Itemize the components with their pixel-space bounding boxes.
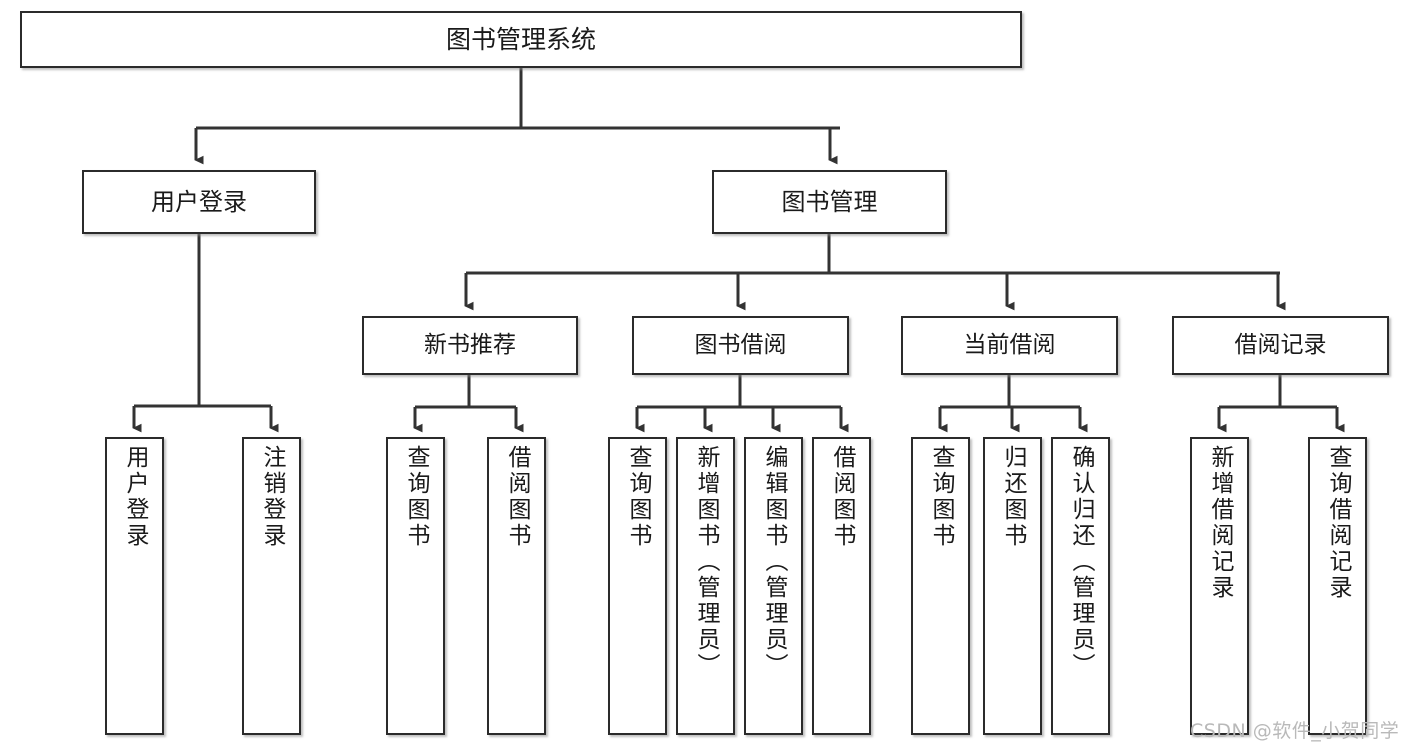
node-borrow-record-label: 借阅记录 bbox=[1234, 331, 1327, 358]
csdn-watermark: CSDN @软件_小贺同学 bbox=[1190, 720, 1400, 742]
node-leaf-add-book[interactable]: 新增图书（管理员） bbox=[676, 437, 735, 735]
node-leaf-query-book-2-label: 查询图书 bbox=[625, 445, 651, 549]
node-leaf-logout[interactable]: 注销登录 bbox=[242, 437, 301, 735]
node-leaf-borrow-book-1-label: 借阅图书 bbox=[504, 445, 530, 549]
node-root-label: 图书管理系统 bbox=[445, 24, 596, 54]
node-leaf-query-book-3-label: 查询图书 bbox=[928, 445, 954, 549]
node-leaf-query-book-1[interactable]: 查询图书 bbox=[386, 437, 445, 735]
node-leaf-borrow-book-1[interactable]: 借阅图书 bbox=[487, 437, 546, 735]
node-leaf-borrow-book-2-label: 借阅图书 bbox=[829, 445, 855, 549]
node-root[interactable]: 图书管理系统 bbox=[20, 11, 1022, 68]
node-book-borrow-label: 图书借阅 bbox=[694, 331, 787, 358]
node-leaf-query-book-1-label: 查询图书 bbox=[403, 445, 429, 549]
node-user-login-label: 用户登录 bbox=[151, 187, 247, 216]
node-borrow-record[interactable]: 借阅记录 bbox=[1172, 316, 1389, 375]
node-leaf-return-book[interactable]: 归还图书 bbox=[983, 437, 1042, 735]
node-current-borrow[interactable]: 当前借阅 bbox=[901, 316, 1118, 375]
node-leaf-query-record[interactable]: 查询借阅记录 bbox=[1308, 437, 1367, 735]
node-leaf-borrow-book-2[interactable]: 借阅图书 bbox=[812, 437, 871, 735]
node-leaf-confirm-return[interactable]: 确认归还（管理员） bbox=[1051, 437, 1110, 735]
node-leaf-add-book-label: 新增图书（管理员） bbox=[693, 445, 719, 679]
node-leaf-user-login-label: 用户登录 bbox=[122, 445, 148, 549]
node-leaf-query-book-2[interactable]: 查询图书 bbox=[608, 437, 667, 735]
node-new-book-recommend-label: 新书推荐 bbox=[424, 331, 516, 358]
node-leaf-return-book-label: 归还图书 bbox=[1000, 445, 1026, 549]
node-leaf-logout-label: 注销登录 bbox=[259, 445, 285, 549]
node-leaf-query-record-label: 查询借阅记录 bbox=[1325, 445, 1351, 601]
node-leaf-add-record[interactable]: 新增借阅记录 bbox=[1190, 437, 1249, 735]
node-leaf-edit-book-label: 编辑图书（管理员） bbox=[761, 445, 787, 679]
node-leaf-add-record-label: 新增借阅记录 bbox=[1207, 445, 1233, 601]
node-new-book-recommend[interactable]: 新书推荐 bbox=[362, 316, 578, 375]
node-leaf-edit-book[interactable]: 编辑图书（管理员） bbox=[744, 437, 803, 735]
node-book-manage-label: 图书管理 bbox=[781, 187, 878, 216]
node-current-borrow-label: 当前借阅 bbox=[963, 331, 1056, 358]
node-book-manage[interactable]: 图书管理 bbox=[712, 170, 947, 234]
node-leaf-confirm-return-label: 确认归还（管理员） bbox=[1068, 445, 1094, 679]
node-leaf-user-login[interactable]: 用户登录 bbox=[105, 437, 164, 735]
node-user-login[interactable]: 用户登录 bbox=[82, 170, 316, 234]
node-leaf-query-book-3[interactable]: 查询图书 bbox=[911, 437, 970, 735]
node-book-borrow[interactable]: 图书借阅 bbox=[632, 316, 849, 375]
